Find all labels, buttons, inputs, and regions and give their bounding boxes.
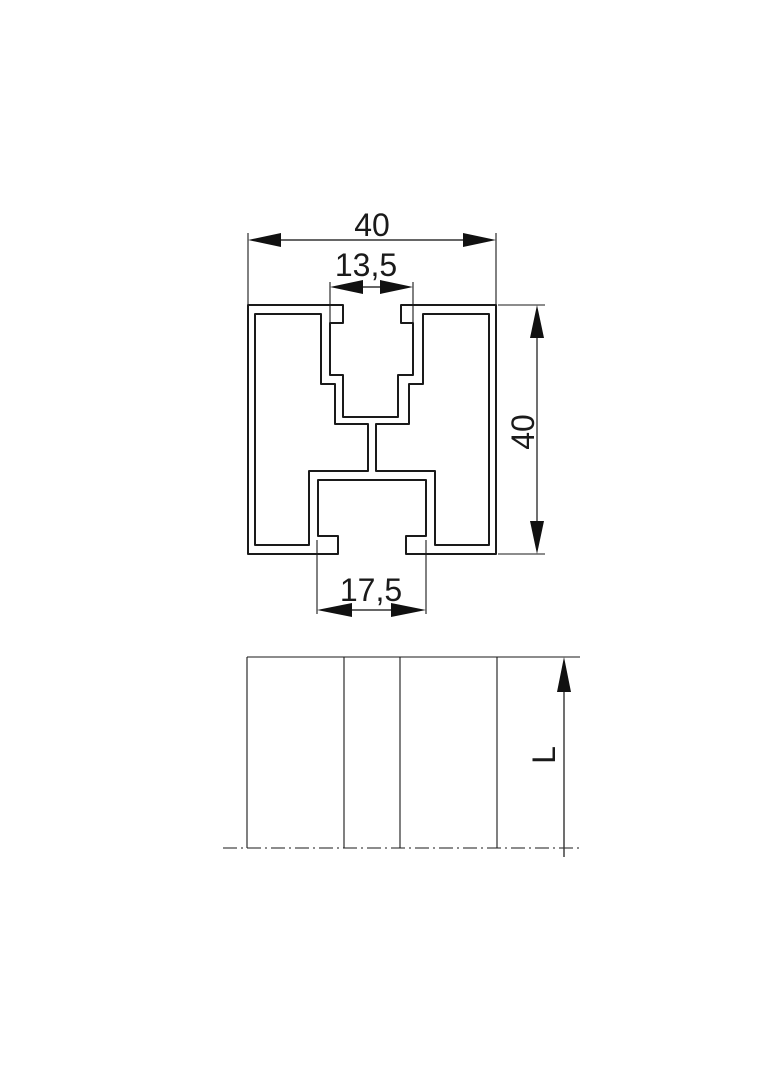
dimension-bottom-slot: 17,5 [316, 540, 427, 617]
right-cavity [375, 313, 490, 546]
left-cavity [254, 313, 369, 546]
dimension-label: 40 [354, 207, 390, 243]
dimension-label: 17,5 [340, 572, 402, 608]
dimension-label: 40 [505, 414, 541, 450]
side-view [223, 656, 582, 849]
cross-section [247, 304, 497, 555]
dimension-overall-height: 40 [498, 304, 545, 555]
dimension-length: L [526, 657, 571, 857]
dimension-label: L [526, 746, 562, 764]
dimension-overall-width: 40 [247, 207, 497, 305]
outer-contour [247, 304, 497, 555]
dimension-label: 13,5 [335, 247, 397, 283]
dimension-top-slot: 13,5 [329, 247, 414, 323]
